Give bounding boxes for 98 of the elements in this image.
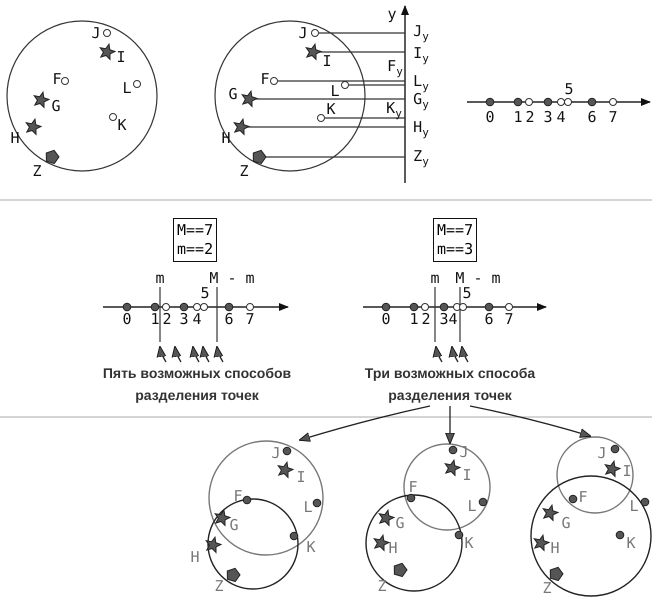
point-label: G (51, 98, 61, 114)
projection-label: K$_{y}$ (386, 100, 402, 122)
condition-text: m==2 (177, 240, 214, 259)
arrow (445, 406, 455, 445)
point-label: G (395, 515, 405, 531)
marker-label: m (430, 270, 440, 286)
point-label: G (561, 515, 571, 531)
point-label: J (271, 445, 281, 461)
tick-label: 1 (150, 311, 160, 327)
marker-label: m (155, 270, 165, 286)
tick-label: 7 (504, 311, 514, 327)
point-label: I (622, 463, 632, 479)
tick-label: 1 (409, 311, 419, 327)
tick-label: 5 (200, 285, 210, 301)
arrow (200, 345, 210, 362)
point-label: F (408, 479, 418, 495)
projection-label: L$_{y}$ (413, 73, 429, 93)
arrow (470, 405, 592, 438)
point-label: F (260, 71, 270, 87)
circle-partition-drawing (207, 440, 324, 590)
projection-label: F$_{y}$ (387, 58, 403, 80)
point-label: L (303, 499, 313, 515)
point-label: H (190, 549, 200, 565)
condition-text: M==7 (177, 221, 214, 240)
arrow (298, 405, 430, 442)
tick-label: 6 (587, 109, 597, 125)
point-label: L (330, 83, 340, 99)
circle-partition-drawing (365, 443, 491, 592)
tick-label: 3 (439, 311, 449, 327)
tick-label: 4 (556, 109, 566, 125)
caption-text: Пять возможных способов разделения точек (99, 362, 295, 406)
point-label: J (597, 445, 607, 461)
point-label: K (117, 117, 127, 133)
tick-label: 3 (543, 109, 553, 125)
arrow (156, 345, 167, 362)
point-label: L (467, 498, 477, 514)
tick-label: 0 (381, 311, 391, 327)
tick-label: 7 (245, 311, 255, 327)
arrow (190, 345, 200, 362)
tick-label: 1 (513, 109, 523, 125)
tick-label: 0 (122, 311, 132, 327)
circle-partition-drawing (530, 436, 652, 597)
point-label: H (10, 130, 20, 146)
point-label: I (322, 53, 332, 69)
tick-label: 0 (485, 109, 495, 125)
projection-label: J$_{y}$ (413, 23, 429, 45)
point-label: F (233, 488, 243, 504)
point-label: H (550, 540, 560, 556)
point-label: I (116, 49, 126, 65)
point-label: L (629, 498, 639, 514)
point-label: K (626, 535, 636, 551)
condition-box (173, 218, 218, 262)
projection-label: I$_{y}$ (413, 45, 429, 67)
tick-label: 4 (192, 311, 202, 327)
caption-text: Три возможных способа разделения точек (347, 362, 553, 406)
tick-label: 6 (224, 311, 234, 327)
point-label: K (326, 101, 336, 117)
point-label: Z (542, 580, 552, 596)
arrow (448, 345, 459, 362)
point-label: H (388, 540, 398, 556)
point-label: G (229, 517, 239, 533)
tick-label: 7 (608, 109, 618, 125)
condition-box (433, 218, 478, 262)
condition-text: M==7 (437, 221, 474, 240)
point-label: L (122, 80, 132, 96)
marker-label: M - m (209, 270, 255, 286)
tick-label: 5 (462, 285, 472, 301)
point-label: F (52, 71, 62, 87)
point-label: K (464, 535, 474, 551)
arrow (432, 345, 443, 362)
point-label: G (228, 86, 238, 102)
point-label: F (578, 489, 588, 505)
projection-label: G$_{y}$ (413, 91, 429, 113)
tick-label: 3 (179, 311, 189, 327)
arrow (214, 345, 224, 362)
condition-text: m==3 (437, 240, 474, 259)
projection-label: Z$_{y}$ (413, 148, 429, 170)
tick-label: 2 (525, 109, 535, 125)
tick-label: 4 (448, 311, 458, 327)
point-label: K (306, 539, 316, 555)
point-label: J (91, 25, 101, 41)
tick-label: 5 (564, 81, 574, 97)
axis-label: y (387, 6, 397, 22)
tick-label: 2 (421, 311, 431, 327)
arrow (172, 345, 182, 362)
projection-label: H$_{y}$ (413, 119, 429, 141)
tick-label: 2 (162, 311, 172, 327)
point-label: Z (377, 578, 387, 594)
point-label: J (298, 25, 308, 41)
tick-label: 6 (484, 311, 494, 327)
marker-label: M - m (455, 270, 501, 286)
arrow (458, 345, 469, 362)
point-label: I (296, 469, 306, 485)
point-label: Z (32, 163, 42, 179)
point-label: I (462, 467, 472, 483)
point-label: Z (239, 163, 249, 179)
point-label: Z (214, 578, 224, 594)
point-label: H (221, 130, 231, 146)
